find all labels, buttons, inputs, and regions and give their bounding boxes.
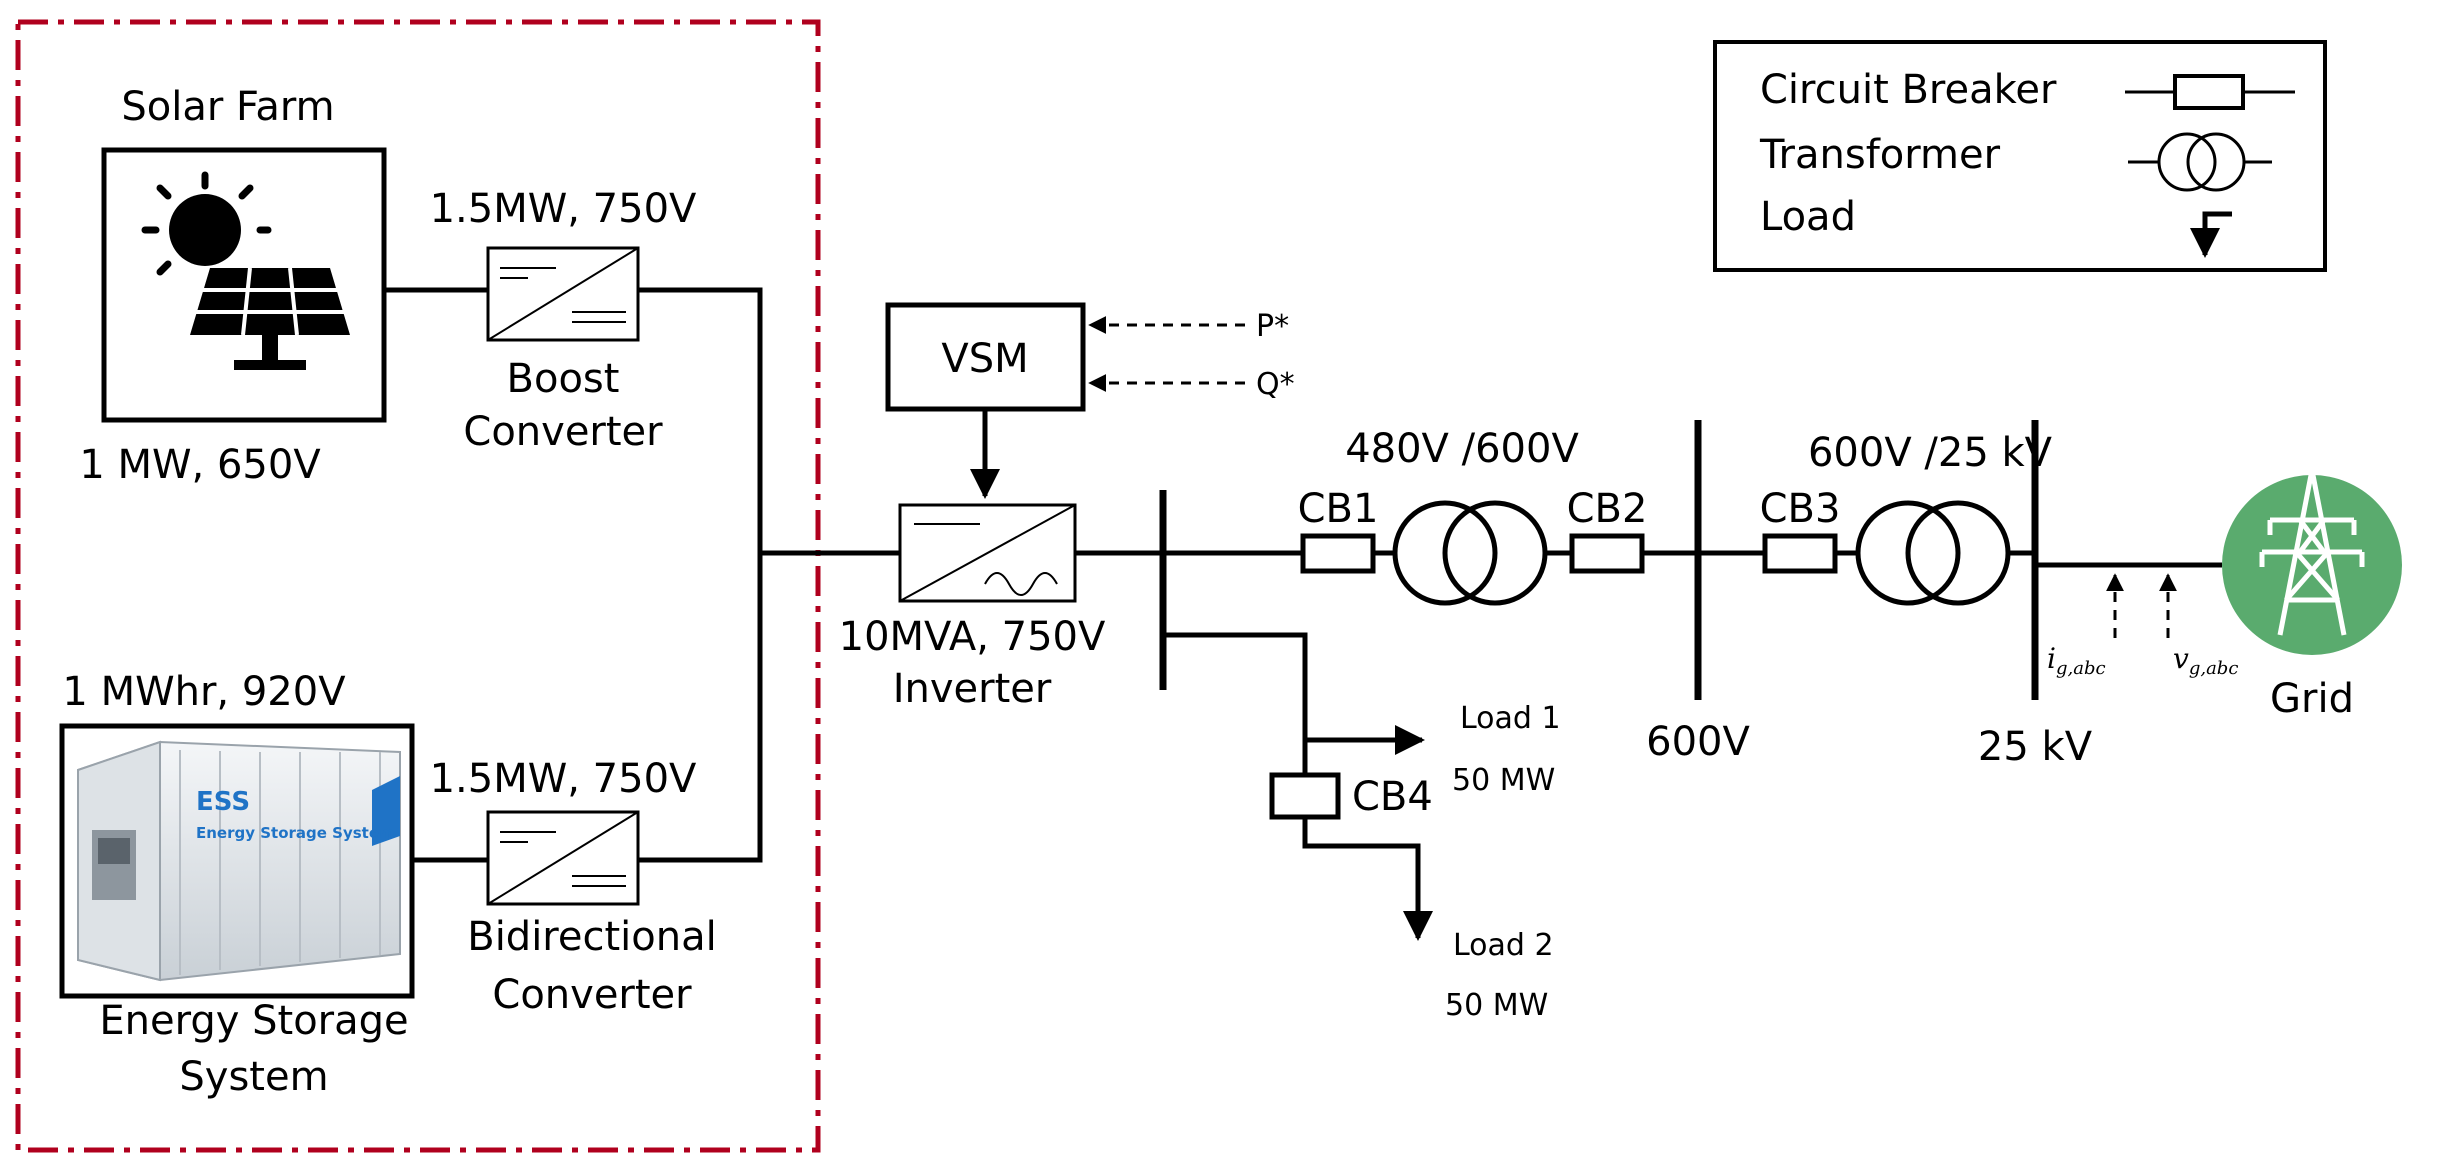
boost-converter-label-2: Converter [463, 409, 663, 455]
grid-tower-icon [2222, 467, 2402, 655]
boost-converter-rating: 1.5MW, 750V [430, 186, 697, 232]
inverter-rating: 10MVA, 750V [839, 614, 1106, 660]
dc-bus-wiring [384, 287, 900, 863]
current-measurement-label: ig,abc [2047, 642, 2106, 679]
bidirectional-converter-label-2: Converter [492, 972, 692, 1018]
q-ref-label: Q* [1256, 367, 1295, 402]
load2-arrow [1302, 817, 1433, 941]
load-feeder-wire [1163, 632, 1308, 775]
legend-circuit-breaker-label: Circuit Breaker [1760, 67, 2057, 113]
load1-name: Load 1 [1460, 701, 1561, 736]
load2-name: Load 2 [1453, 928, 1554, 963]
boost-converter-icon [486, 246, 640, 342]
grid-label: Grid [2270, 676, 2354, 722]
vsm-label: VSM [941, 336, 1028, 382]
bidirectional-converter-label-1: Bidirectional [467, 914, 716, 960]
cb2-breaker [1569, 533, 1645, 574]
bus-600v-label: 600V [1646, 719, 1750, 765]
ess-container-image: ESS Energy Storage System [77, 740, 401, 982]
legend-load-symbol [2190, 211, 2232, 258]
transformer1-symbol [1392, 500, 1548, 606]
ess-logo-subtext: Energy Storage System [196, 824, 395, 842]
ess-rating: 1 MWhr, 920V [62, 669, 346, 715]
ess-logo-text: ESS [196, 787, 250, 817]
ess-label-2: System [179, 1054, 328, 1100]
cb3-label: CB3 [1760, 486, 1841, 532]
solar-panel-icon [141, 171, 350, 370]
legend-load-label: Load [1760, 194, 1856, 240]
boost-converter-label-1: Boost [507, 356, 620, 402]
solar-farm-title: Solar Farm [121, 84, 334, 130]
legend-transformer-symbol [2128, 132, 2272, 192]
load2-rating: 50 MW [1445, 988, 1548, 1023]
cb1-label: CB1 [1298, 486, 1379, 532]
bidirectional-converter-rating: 1.5MW, 750V [430, 756, 697, 802]
cb3-breaker [1762, 533, 1838, 574]
voltage-measurement-label: vg,abc [2173, 642, 2238, 679]
bus-25kv-label: 25 kV [1978, 724, 2093, 770]
cb2-label: CB2 [1567, 486, 1648, 532]
legend-transformer-label: Transformer [1759, 132, 2001, 178]
inverter-icon [898, 503, 1077, 603]
bidirectional-converter-icon [486, 810, 640, 906]
inverter-label: Inverter [893, 666, 1052, 712]
cb4-label: CB4 [1352, 774, 1433, 820]
transformer1-label: 480V /600V [1345, 426, 1579, 472]
renewable-boundary [15, 19, 821, 1153]
legend-circuit-breaker-symbol [2125, 74, 2295, 110]
load1-rating: 50 MW [1452, 763, 1555, 798]
transformer2-symbol [1855, 500, 2011, 606]
p-ref-label: P* [1256, 309, 1289, 344]
cb1-breaker [1300, 533, 1376, 574]
solar-farm-rating: 1 MW, 650V [79, 442, 321, 488]
transformer2-label: 600V /25 kV [1808, 430, 2053, 476]
vsm-box [885, 302, 1086, 412]
cb4-breaker [1269, 772, 1341, 820]
ess-label-1: Energy Storage [99, 998, 408, 1044]
